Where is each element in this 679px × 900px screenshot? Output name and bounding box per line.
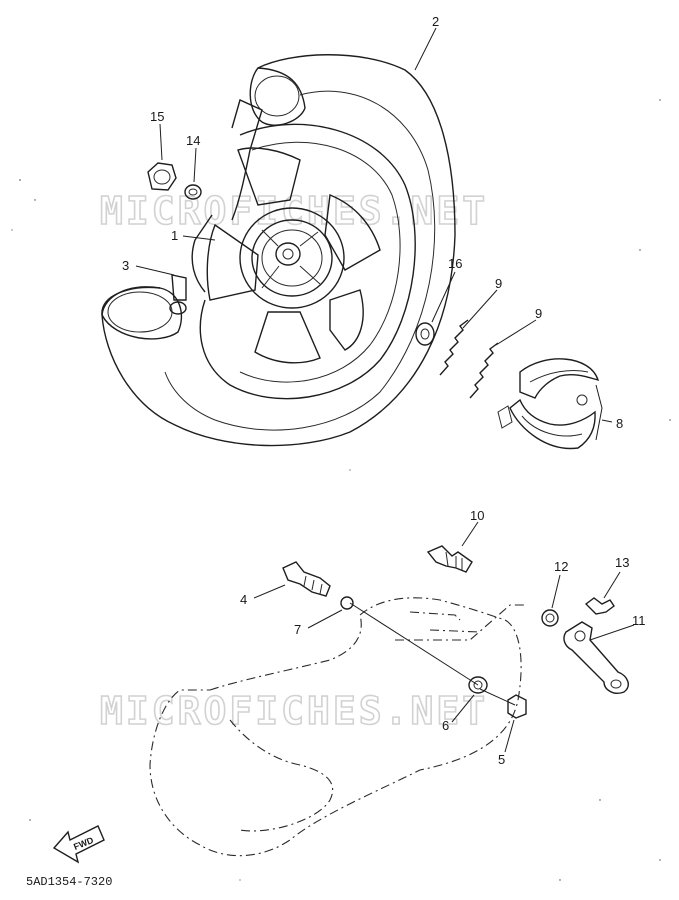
shoe-spring-1 bbox=[439, 319, 469, 376]
leader-lines bbox=[135, 27, 635, 753]
axle-nut bbox=[147, 162, 177, 191]
crankcase-cover-outline bbox=[149, 597, 525, 857]
drawing-code: 5AD1354-7320 bbox=[26, 875, 112, 889]
callout-12: 12 bbox=[554, 559, 568, 574]
callout-1: 1 bbox=[171, 228, 178, 243]
callout-8: 8 bbox=[616, 416, 623, 431]
lever-washer bbox=[541, 609, 559, 627]
callout-10: 10 bbox=[470, 508, 484, 523]
callout-15: 15 bbox=[150, 109, 164, 124]
brake-washer bbox=[415, 322, 435, 346]
valve-bolt bbox=[169, 274, 187, 315]
mount-bolt bbox=[282, 561, 331, 597]
callout-2: 2 bbox=[432, 14, 439, 29]
callout-3: 3 bbox=[122, 258, 129, 273]
axle-nut-lower bbox=[507, 694, 527, 719]
callout-5: 5 bbox=[498, 752, 505, 767]
callouts: 2 15 14 1 3 16 9 9 8 10 13 12 4 11 7 6 5 bbox=[122, 14, 646, 767]
callout-16: 16 bbox=[448, 256, 462, 271]
wheel-rim bbox=[191, 99, 416, 400]
scan-noise bbox=[11, 99, 671, 881]
watermark-bottom: MICROFICHES.NET bbox=[100, 689, 488, 733]
brake-shoe-set bbox=[497, 358, 600, 450]
callout-7: 7 bbox=[294, 622, 301, 637]
o-ring bbox=[340, 596, 354, 610]
rear-tire bbox=[101, 54, 456, 447]
cam-lever bbox=[563, 621, 629, 694]
callout-11: 11 bbox=[632, 613, 646, 628]
callout-9-a: 9 bbox=[495, 276, 502, 291]
axle-washer-lower bbox=[468, 676, 488, 694]
watermark-top: MICROFICHES.NET bbox=[100, 189, 488, 233]
forward-arrow: FWD bbox=[52, 825, 105, 864]
callout-4: 4 bbox=[240, 592, 247, 607]
cam-bolt bbox=[426, 545, 473, 573]
shoe-spring-2 bbox=[469, 342, 499, 399]
callout-9-b: 9 bbox=[535, 306, 542, 321]
axle-washer bbox=[184, 184, 202, 200]
callout-14: 14 bbox=[186, 133, 200, 148]
callout-13: 13 bbox=[615, 555, 629, 570]
lever-bolt bbox=[584, 597, 615, 615]
wheel-hub bbox=[239, 207, 345, 309]
callout-6: 6 bbox=[442, 718, 449, 733]
